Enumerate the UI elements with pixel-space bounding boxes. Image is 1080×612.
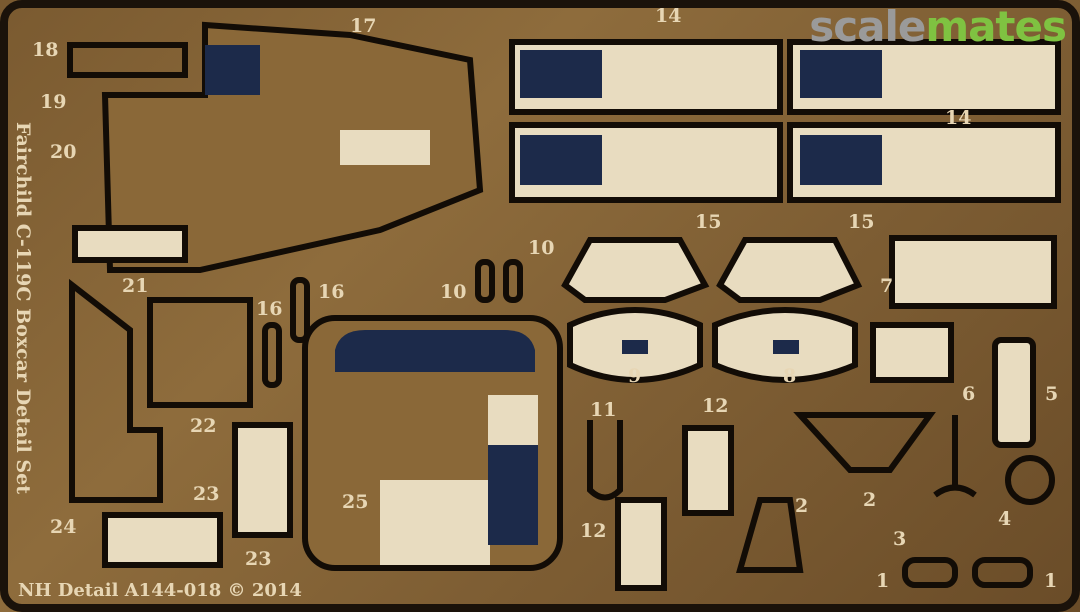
part-number: 1 [1044, 570, 1057, 592]
part-16b [262, 322, 282, 388]
part-5 [992, 337, 1036, 448]
part-number-labels: 18 17 14 14 19 20 21 16 16 10 10 15 15 7… [32, 5, 1058, 592]
part-23b [102, 512, 223, 568]
part-number: 11 [590, 399, 616, 421]
part-number: 7 [880, 275, 893, 297]
scalemates-watermark: scalemates [809, 6, 1067, 48]
part-6 [933, 415, 977, 498]
watermark-scale: scale [809, 2, 926, 51]
part-2a [793, 412, 936, 473]
part-small-panel [870, 322, 954, 383]
part-1a [902, 557, 958, 588]
part-number: 22 [190, 415, 216, 437]
part-17-opening [205, 45, 260, 95]
watermark-mates: mates [925, 2, 1067, 51]
part-number: 9 [628, 365, 641, 387]
part-number: 20 [50, 141, 76, 163]
part-17-panel [340, 130, 430, 165]
part-12b [615, 497, 667, 591]
part-24 [69, 278, 163, 503]
part-21 [72, 225, 188, 263]
part-number: 19 [40, 91, 66, 113]
part-1b [972, 557, 1033, 588]
part-9 [561, 237, 710, 383]
part-number: 16 [256, 298, 282, 320]
part-number: 10 [528, 237, 554, 259]
part-number: 14 [655, 5, 681, 27]
part-number: 15 [695, 211, 721, 233]
part-number: 23 [193, 483, 219, 505]
part-number: 2 [863, 489, 876, 511]
part-number: 24 [50, 516, 76, 538]
part-number: 14 [945, 107, 971, 129]
fret-title: Fairchild C-119C Boxcar Detail Set [12, 122, 34, 494]
part-number: 21 [122, 275, 148, 297]
part-12a [682, 425, 734, 516]
part-number: 4 [998, 508, 1011, 530]
part-number: 2 [795, 495, 808, 517]
part-10a [475, 259, 495, 303]
part-16a [290, 277, 310, 343]
part-number: 17 [350, 15, 376, 37]
part-number: 1 [876, 570, 889, 592]
part-18 [67, 42, 188, 78]
part-23a [232, 422, 293, 538]
part-4 [1005, 455, 1055, 505]
part-number: 5 [1045, 383, 1058, 405]
part-number: 16 [318, 281, 344, 303]
part-number: 23 [245, 548, 271, 570]
part-14-panels [509, 39, 1061, 203]
part-number: 10 [440, 281, 466, 303]
part-number: 25 [342, 491, 368, 513]
part-number: 3 [893, 528, 906, 550]
part-number: 18 [32, 39, 58, 61]
part-7 [889, 235, 1057, 309]
fret-footer: NH Detail A144-018 © 2014 [18, 580, 302, 601]
part-10b [503, 259, 523, 303]
part-number: 6 [962, 383, 975, 405]
part-number: 8 [783, 365, 796, 387]
part-8 [712, 237, 863, 383]
part-2b [736, 497, 804, 573]
part-number: 15 [848, 211, 874, 233]
part-number: 12 [580, 520, 606, 542]
part-number: 12 [702, 395, 728, 417]
part-22 [147, 297, 253, 408]
part-11 [587, 420, 623, 501]
